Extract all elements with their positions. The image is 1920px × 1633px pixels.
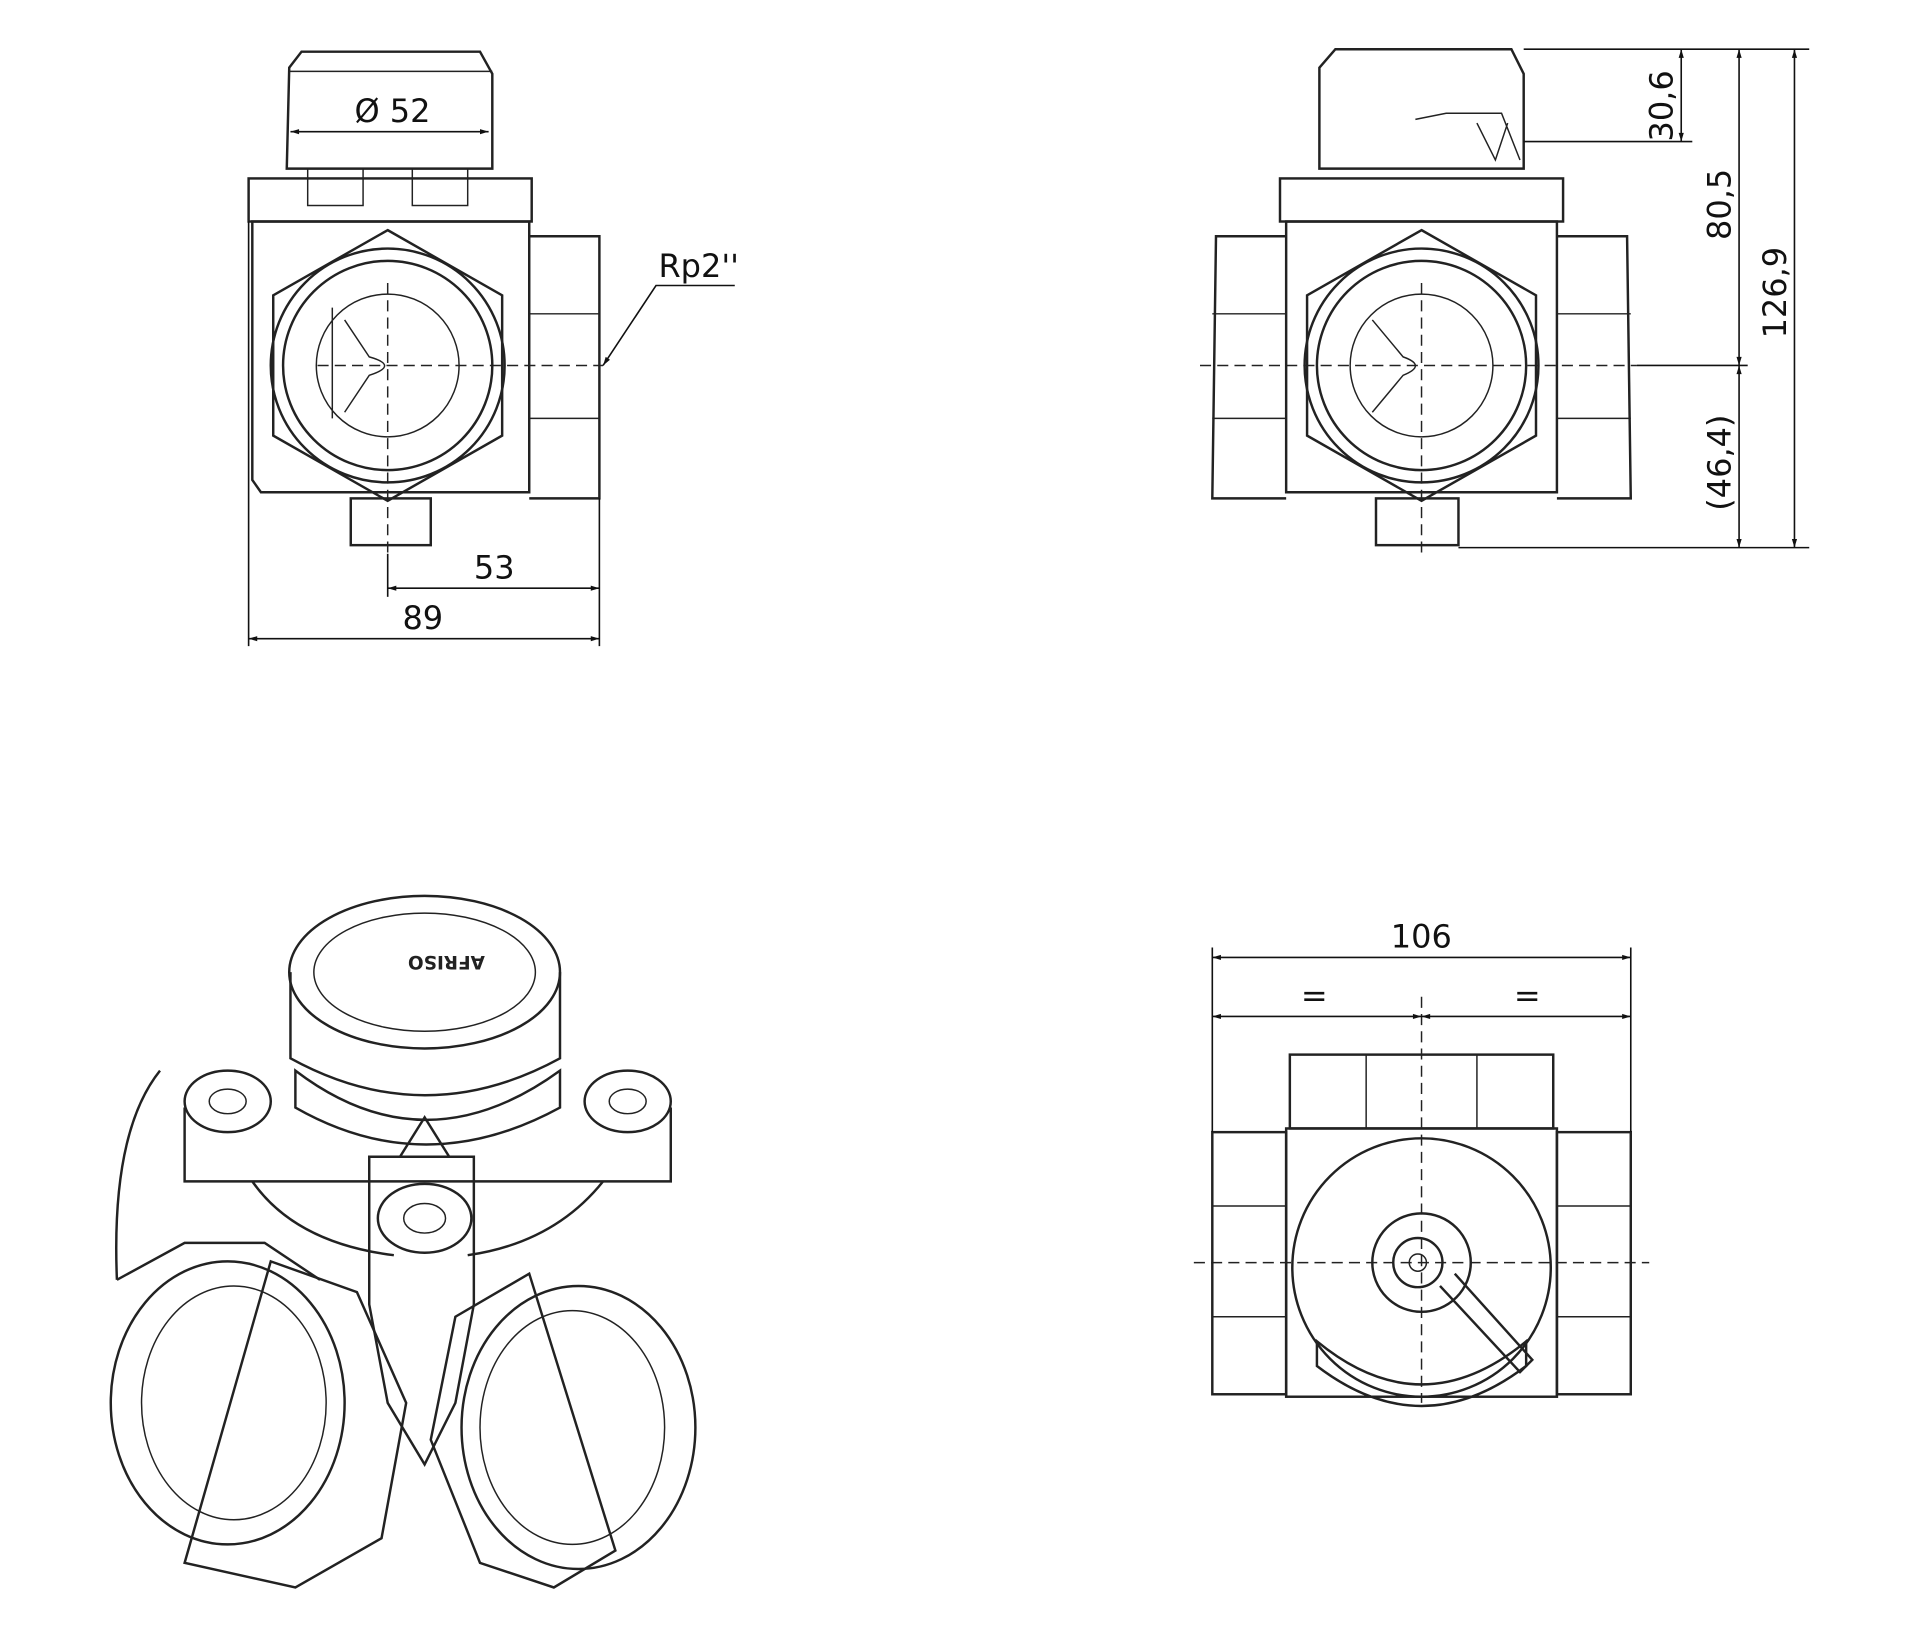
bottom-nub — [349, 497, 432, 547]
actuator-side — [289, 972, 562, 1097]
actuator-housing — [285, 50, 494, 170]
equal-right-label: = — [1514, 977, 1541, 1015]
port-right — [529, 235, 601, 500]
side-view: 30,6 80,5 (46,4) 126,9 — [1200, 47, 1810, 554]
dim-80-5-label: 80,5 — [1700, 169, 1738, 240]
bottom-view: 106 = = — [1193, 918, 1650, 1408]
port-right — [1556, 235, 1633, 500]
flange — [247, 177, 533, 223]
dim-53-label: 53 — [474, 548, 515, 586]
actuator-top — [288, 894, 562, 1050]
dim-30-6-label: 30,6 — [1643, 70, 1681, 141]
dim-46-4-label: (46,4) — [1700, 415, 1738, 511]
front-view: Ø 52 Rp2'' 53 89 — [247, 50, 739, 647]
brand-label: AFRISO — [408, 951, 485, 972]
lever — [1439, 1272, 1535, 1374]
port-left — [1211, 235, 1287, 500]
equal-left-label: = — [1301, 977, 1328, 1015]
dim-106-label: 106 — [1391, 918, 1452, 956]
bottom-nub — [1374, 497, 1460, 547]
thread-label: Rp2'' — [658, 247, 738, 285]
flange — [1278, 177, 1565, 223]
arrow-mark — [397, 1115, 452, 1158]
actuator-housing — [1318, 47, 1525, 170]
dim-126-9-label: 126,9 — [1756, 247, 1794, 339]
valve-body — [1284, 220, 1559, 494]
diameter-label: Ø 52 — [354, 92, 430, 130]
valve-body — [251, 220, 531, 494]
center-rib — [368, 1155, 476, 1467]
port-right — [460, 1284, 697, 1571]
port-left — [109, 1260, 346, 1546]
isometric-view: AFRISO — [109, 894, 697, 1589]
dim-89-label: 89 — [402, 599, 443, 637]
thread-leader — [602, 284, 735, 366]
